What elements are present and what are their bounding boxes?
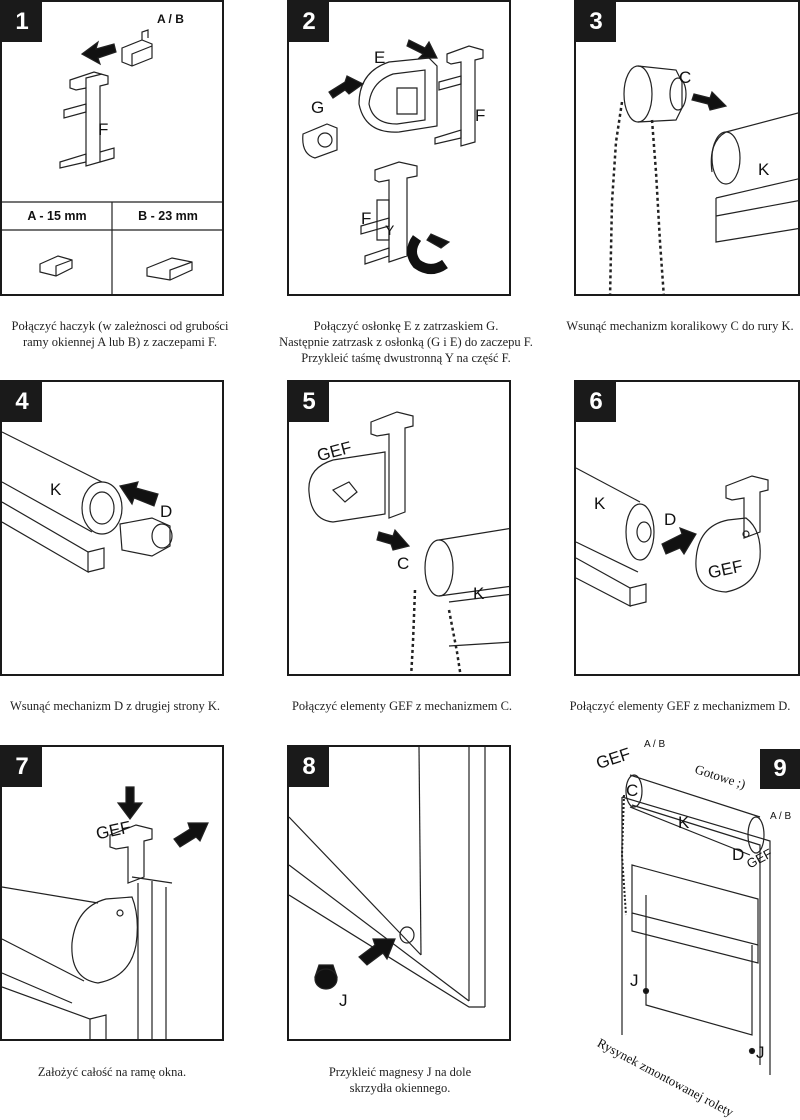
step-7-caption: Założyć całość na ramę okna. <box>0 1064 224 1080</box>
label-d: D <box>732 845 745 864</box>
step-9-illustration <box>574 735 800 1075</box>
step-8-caption: Przykleić magnesy J na dole skrzydła oki… <box>280 1064 520 1096</box>
step-3-illustration <box>576 2 800 296</box>
step-5-illustration <box>289 382 511 676</box>
caption-line: Następnie zatrzask z osłonką (G i E) do … <box>279 335 533 349</box>
label-ab-left: A / B <box>644 739 666 750</box>
label-j: J <box>339 991 348 1010</box>
step-number: 9 <box>760 749 800 789</box>
label-k: K <box>594 494 606 513</box>
step-number: 1 <box>2 2 42 42</box>
label-c: C <box>679 68 692 87</box>
label-j-left: J <box>630 971 639 990</box>
caption-line: ramy okiennej A lub B) z zaczepami F. <box>22 335 218 349</box>
step-8-illustration <box>289 747 511 1041</box>
step-5-panel: 5 GEF C K <box>287 380 511 676</box>
label-f-bottom: F <box>361 209 372 228</box>
label-k: K <box>50 480 62 499</box>
caption-line: Połączyć osłonkę E z zatrzaskiem G. <box>313 319 499 333</box>
step-number: 6 <box>576 382 616 422</box>
label-k: K <box>473 584 485 603</box>
label-f-top: F <box>475 106 486 125</box>
caption-line: Wsunąć mechanizm D z drugiej strony K. <box>9 699 220 713</box>
caption-line: Wsunąć mechanizm koralikowy C do rury K. <box>566 319 794 333</box>
step-7-panel: 7 GEF <box>0 745 224 1041</box>
caption-line: Przykleić taśmę dwustronną Y na część F. <box>301 351 511 365</box>
label-ab-right: A / B <box>770 811 792 822</box>
step-6-panel: 6 K D GEF <box>574 380 800 676</box>
step-number: 5 <box>289 382 329 422</box>
label-b-size: B - 23 mm <box>138 209 198 223</box>
step-number: 8 <box>289 747 329 787</box>
step-1-caption: Połączyć haczyk (w zależnosci od grubośc… <box>0 318 240 350</box>
step-6-illustration <box>576 382 800 676</box>
step-number: 3 <box>576 2 616 42</box>
step-1-panel: 1 A / B F A - 15 mm B - 23 mm <box>0 0 224 296</box>
step-2-caption: Połączyć osłonkę E z zatrzaskiem G. Nast… <box>256 318 556 366</box>
step-5-caption: Połączyć elementy GEF z mechanizmem C. <box>282 698 522 714</box>
label-g: G <box>311 98 325 117</box>
step-4-illustration <box>2 382 224 676</box>
caption-line: Połączyć haczyk (w zależnosci od grubośc… <box>11 319 229 333</box>
label-d: D <box>160 502 173 521</box>
label-k: K <box>758 160 770 179</box>
step-number: 2 <box>289 2 329 42</box>
label-c: C <box>397 554 410 573</box>
label-f: F <box>98 120 109 139</box>
caption-line: Przykleić magnesy J na dole <box>328 1065 472 1079</box>
step-number: 7 <box>2 747 42 787</box>
step-4-caption: Wsunąć mechanizm D z drugiej strony K. <box>0 698 230 714</box>
label-c: C <box>626 781 639 800</box>
step-1-illustration <box>2 2 224 296</box>
caption-line: skrzydła okiennego. <box>349 1081 451 1095</box>
step-9-area: 9 GEF A / B Gotowe ;) A / B C K D GEF J … <box>574 735 800 1120</box>
step-2-panel: 2 E G F F Y <box>287 0 511 296</box>
label-k: K <box>678 813 690 832</box>
label-a-size: A - 15 mm <box>27 209 87 223</box>
label-e: E <box>374 48 386 67</box>
step-3-panel: 3 C K <box>574 0 800 296</box>
step-8-panel: 8 J <box>287 745 511 1041</box>
step-3-caption: Wsunąć mechanizm koralikowy C do rury K. <box>560 318 800 334</box>
step-2-illustration <box>289 2 511 296</box>
label-d: D <box>664 510 677 529</box>
step-7-illustration <box>2 747 224 1041</box>
step-6-caption: Połączyć elementy GEF z mechanizmem D. <box>560 698 800 714</box>
label-y: Y <box>385 222 395 238</box>
label-j-right: J <box>756 1043 765 1062</box>
caption-line: Połączyć elementy GEF z mechanizmem D. <box>569 699 791 713</box>
label-ab: A / B <box>157 12 184 26</box>
caption-line: Połączyć elementy GEF z mechanizmem C. <box>291 699 513 713</box>
step-number: 4 <box>2 382 42 422</box>
step-4-panel: 4 K D <box>0 380 224 676</box>
caption-line: Założyć całość na ramę okna. <box>37 1065 187 1079</box>
